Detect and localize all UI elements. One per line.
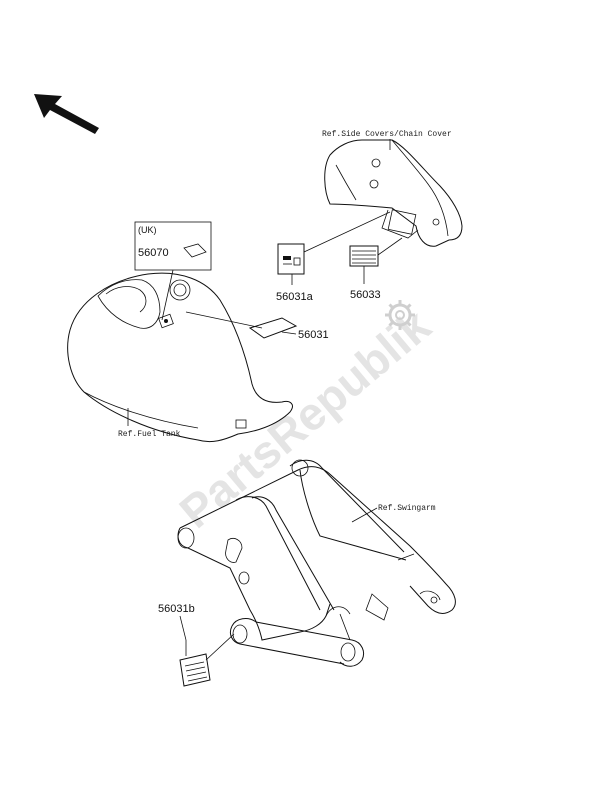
part-number-56033: 56033 — [350, 289, 381, 301]
swingarm-drawing — [177, 459, 456, 667]
uk-variant-box: (UK) 56070 — [134, 221, 212, 271]
label-56031a-decal — [277, 243, 305, 275]
part-number-56031: 56031 — [298, 329, 329, 341]
uk-tag: (UK) — [138, 225, 157, 235]
label-56033-decal — [349, 245, 379, 267]
ref-side-covers-label: Ref.Side Covers/Chain Cover — [322, 130, 452, 139]
ref-swingarm-label: Ref.Swingarm — [378, 504, 436, 513]
side-cover-chain-cover-drawing — [324, 139, 463, 247]
part-number-56031b: 56031b — [158, 603, 195, 615]
ref-fuel-tank-label: Ref.Fuel Tank — [118, 430, 181, 439]
label-56031-decal — [248, 317, 298, 339]
front-direction-arrow-icon — [34, 94, 99, 134]
part-number-56070: 56070 — [138, 247, 169, 259]
gear-icon — [385, 300, 415, 330]
part-number-56031a: 56031a — [276, 291, 314, 303]
label-56031b-decal — [179, 653, 211, 687]
fuel-tank-drawing — [67, 272, 293, 443]
